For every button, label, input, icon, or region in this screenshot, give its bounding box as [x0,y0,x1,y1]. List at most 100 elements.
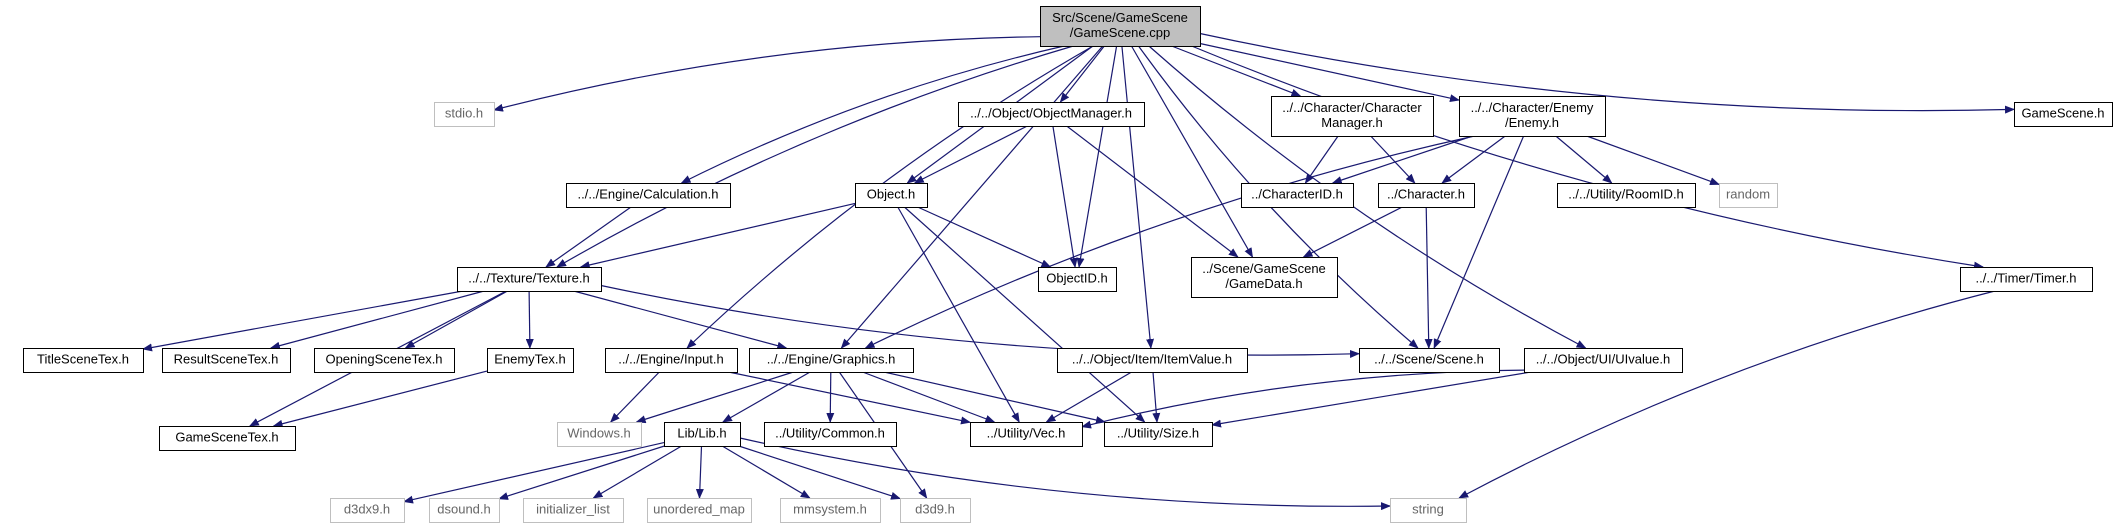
node-mmsystem-box [780,498,881,523]
node-titletex-label: TitleSceneTex.h [37,352,129,367]
node-windows-label: Windows.h [567,426,631,441]
node-timer-box [1960,267,2093,292]
edge-lib-to-mmsystem [721,445,811,499]
node-vec[interactable]: ../Utility/Vec.h [970,422,1083,447]
node-charmgr-label: ../../Character/Character [1282,100,1422,115]
node-graphics[interactable]: ../../Engine/Graphics.h [749,348,914,373]
node-enemy-box [1459,96,1606,137]
edge-calc-to-texture [545,206,632,268]
edge-root-to-enemy [1199,42,1460,103]
node-gamedata-label: /GameData.h [1225,276,1302,291]
edge-lib-to-d3dx9 [403,442,665,504]
edge-root-to-objmgr [1059,45,1105,103]
node-common[interactable]: ../Utility/Common.h [764,422,897,447]
edge-object-to-size [903,206,1146,423]
node-unordmap-box [647,498,752,523]
node-resulttex-box [162,348,291,373]
node-gamescene_h[interactable]: GameScene.h [2014,102,2113,127]
edge-texture-to-openingtex [404,290,508,349]
edge-graphics-to-windows [635,371,794,424]
edge-root-to-gamescene_h [1199,32,2015,114]
edge-object-to-vec [897,206,1020,423]
node-enemy[interactable]: ../../Character/Enemy/Enemy.h [1459,96,1606,137]
node-openingtex-box [314,348,455,373]
node-objmgr[interactable]: ../../Object/ObjectManager.h [958,102,1145,127]
node-gamescenetex-box [159,426,296,451]
node-texture-box [457,267,602,292]
edge-lib-to-string [739,437,1391,511]
node-scene[interactable]: ../../Scene/Scene.h [1359,348,1500,373]
node-charmgr-label: Manager.h [1321,115,1382,130]
node-objmgr-box [958,102,1145,127]
edge-texture-to-resulttex [269,290,485,350]
edge-root-to-stdio [493,36,1041,112]
node-objectid[interactable]: ObjectID.h [1038,267,1117,292]
node-lib[interactable]: Lib/Lib.h [664,422,741,447]
node-root[interactable]: Src/Scene/GameScene/GameScene.cpp [1040,6,1201,47]
node-uivalue[interactable]: ../../Object/UI/UIvalue.h [1524,348,1683,373]
node-roomid-box [1557,183,1696,208]
node-stdio: stdio.h [434,102,495,127]
edge-enemy-to-roomid [1555,135,1613,184]
node-d3d9-box [900,498,971,523]
edge-graphics-to-vec [862,371,996,423]
node-vec-label: ../Utility/Vec.h [987,426,1066,441]
node-size-label: ../Utility/Size.h [1117,426,1199,441]
node-character[interactable]: ../Character.h [1378,183,1475,208]
edge-charmgr-to-character [1370,135,1416,184]
node-roomid[interactable]: ../../Utility/RoomID.h [1557,183,1696,208]
node-texture[interactable]: ../../Texture/Texture.h [457,267,602,292]
node-enemytex-box [487,348,574,373]
node-enemytex[interactable]: EnemyTex.h [487,348,574,373]
edge-root-to-charmgr [1171,45,1302,97]
edge-itemvalue-to-vec [1045,371,1132,423]
node-enemy-label: ../../Character/Enemy [1471,100,1594,115]
node-input[interactable]: ../../Engine/Input.h [605,348,738,373]
edge-enemy-to-graphics [864,135,1475,349]
node-graphics-label: ../../Engine/Graphics.h [767,352,896,367]
node-resulttex[interactable]: ResultSceneTex.h [162,348,291,373]
edge-lib-to-unordmap [695,445,704,499]
node-object[interactable]: Object.h [855,183,928,208]
edge-objmgr-to-gamedata [1066,125,1239,258]
node-d3d9-label: d3d9.h [915,502,955,517]
node-windows-box [557,422,642,447]
edge-root-to-gamedata [1130,45,1254,258]
node-gamedata-box [1191,257,1338,298]
node-gamedata[interactable]: ../Scene/GameScene/GameData.h [1191,257,1338,298]
edge-itemvalue-to-size [1152,371,1161,423]
edge-input-to-windows [610,371,660,423]
node-size[interactable]: ../Utility/Size.h [1104,422,1213,447]
edge-object-to-texture [579,202,856,269]
node-roomid-label: ../../Utility/RoomID.h [1568,187,1684,202]
node-gamescene_h-box [2014,102,2113,127]
node-objectid-box [1038,267,1117,292]
node-character-label: ../Character.h [1387,187,1465,202]
node-calc[interactable]: ../../Engine/Calculation.h [566,183,731,208]
node-uivalue-label: ../../Object/UI/UIvalue.h [1536,352,1670,367]
node-titletex[interactable]: TitleSceneTex.h [23,348,144,373]
edge-root-to-calc [680,45,1065,184]
node-timer[interactable]: ../../Timer/Timer.h [1960,267,2093,292]
node-initlist-box [523,498,624,523]
node-enemy-label: /Enemy.h [1505,115,1559,130]
node-vec-box [970,422,1083,447]
node-gamescenetex[interactable]: GameSceneTex.h [159,426,296,451]
node-object-box [855,183,928,208]
node-charmgr-box [1271,96,1434,137]
node-character-box [1378,183,1475,208]
node-itemvalue[interactable]: ../../Object/Item/ItemValue.h [1057,348,1248,373]
node-string-label: string [1412,502,1444,517]
node-initlist: initializer_list [523,498,624,523]
node-windows: Windows.h [557,422,642,447]
node-openingtex[interactable]: OpeningSceneTex.h [314,348,455,373]
node-stdio-box [434,102,495,127]
edge-uivalue-to-vec [1081,369,1525,429]
node-string: string [1390,498,1467,523]
edge-objmgr-to-object [913,125,1028,184]
edge-enemy-to-charid [1331,135,1473,184]
edge-texture-to-titletex [142,290,464,352]
node-charid[interactable]: ../CharacterID.h [1241,183,1354,208]
